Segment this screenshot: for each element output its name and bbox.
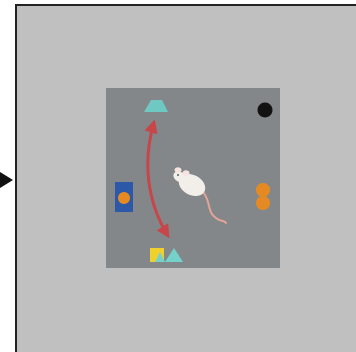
yellow-square-teal-triangle-icon: [150, 248, 183, 262]
mouse-ear-left: [174, 167, 182, 173]
blue-card-orange-dot-icon: [115, 182, 133, 212]
mouse-eye: [177, 174, 179, 176]
double-headed-curved-arrow-icon: [144, 119, 170, 239]
mouse-ear-right: [182, 170, 190, 176]
two-orange-dots-icon: [256, 183, 270, 210]
teal-triangle: [165, 248, 183, 262]
orange-dot: [118, 192, 130, 204]
teal-trapezoid-icon: [144, 100, 168, 112]
orange-dot-lower: [256, 196, 270, 210]
black-dot-icon: [257, 102, 273, 118]
mouse-tail: [202, 191, 227, 224]
orange-dot-upper: [256, 183, 270, 197]
white-mouse-icon: [173, 167, 227, 224]
teal-triangle-small: [155, 252, 165, 262]
triangle-right-icon: [0, 172, 13, 188]
